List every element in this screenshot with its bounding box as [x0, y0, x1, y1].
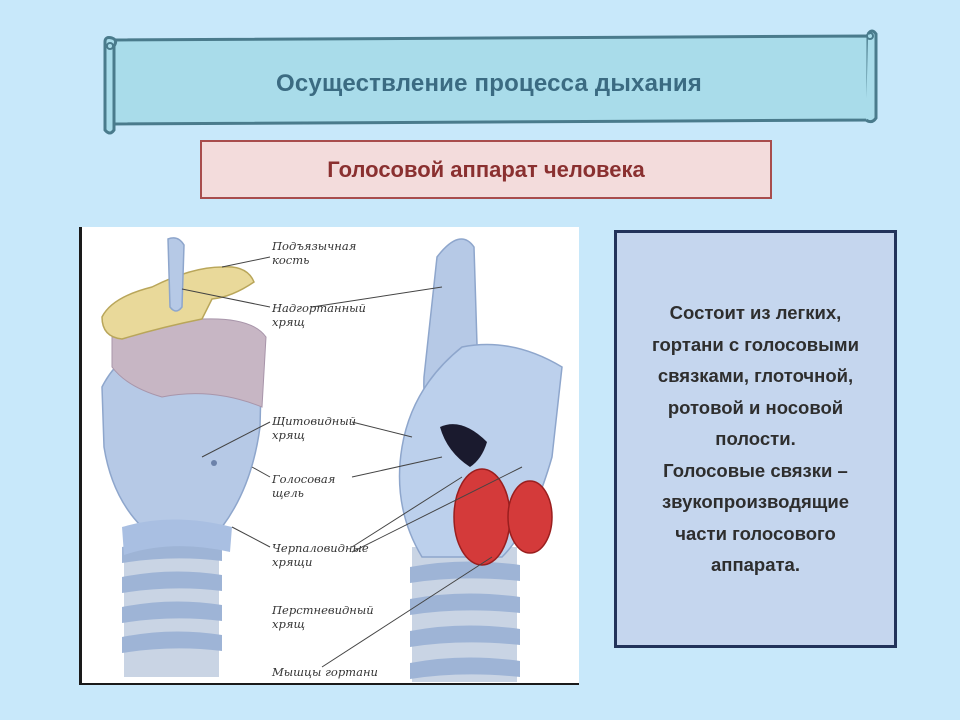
label-glottis: Голосовая щель — [272, 472, 336, 500]
muscle-right — [507, 480, 553, 554]
trachea-right — [410, 547, 520, 682]
description-line: Голосовые связки – — [663, 459, 848, 481]
description-box: Состоит из легких, гортани с голосовыми … — [614, 230, 897, 648]
label-epiglottis: Надгортанный хрящ — [272, 301, 366, 329]
description-line: части голосового — [675, 522, 836, 544]
scroll-shape — [103, 29, 878, 135]
epiglottis-left — [167, 237, 185, 312]
subtitle-box: Голосовой аппарат человека — [200, 140, 772, 199]
description-line: ротовой и носовой — [667, 396, 844, 418]
trachea-left — [122, 527, 222, 677]
slide-title: Осуществление процесса дыхания — [275, 70, 702, 97]
description-line: аппарата. — [710, 554, 800, 576]
description-line: полости. — [715, 428, 796, 450]
label-larynx-muscles: Мышцы гортани — [272, 665, 378, 679]
title-banner: Осуществление процесса дыхания — [100, 26, 878, 136]
description-line: гортани с голосовыми — [652, 333, 859, 355]
muscle-left — [453, 468, 511, 566]
label-thyroid-cartilage: Щитовидный хрящ — [272, 414, 357, 442]
description-line: звукопроизводящие — [661, 491, 850, 513]
label-hyoid-bone: Подъязычная кость — [272, 239, 357, 267]
leader-lines — [181, 256, 523, 668]
description-line: связками, глоточной, — [657, 365, 854, 387]
label-cricoid-cartilage: Перстневидный хрящ — [272, 603, 374, 631]
label-arytenoid-cartilages: Черпаловидные хрящи — [272, 541, 369, 569]
description-line: Состоит из легких, — [669, 302, 842, 324]
glottis-shape — [440, 424, 487, 467]
larynx-drawing — [101, 237, 563, 682]
larynx-illustration: Подъязычная кость Надгортанный хрящ Щито… — [79, 227, 579, 685]
slide-subtitle: Голосовой аппарат человека — [327, 156, 645, 182]
